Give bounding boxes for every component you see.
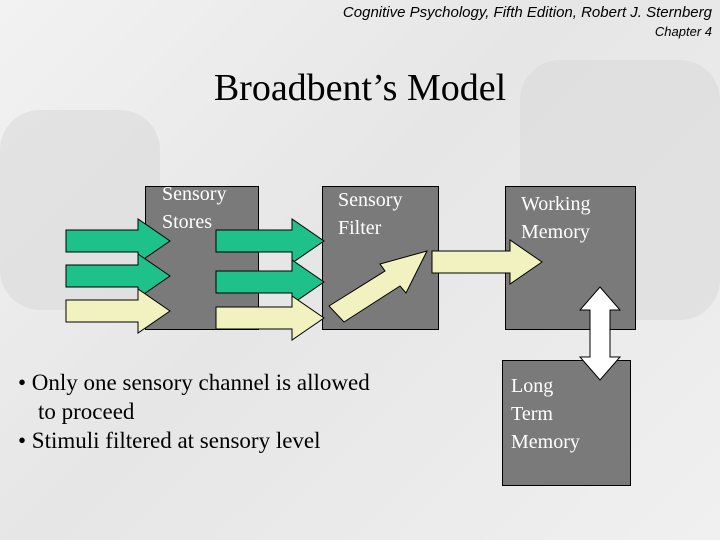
bullet-text-continued: to proceed — [38, 399, 135, 424]
working-memory-label: Working Memory — [521, 193, 591, 243]
chapter-header: Chapter 4 — [654, 24, 712, 39]
green-store-arrow — [215, 259, 325, 305]
long-term-memory-box — [502, 360, 631, 486]
working-long-term-arrow — [578, 286, 622, 381]
bullet-item: • Stimuli filtered at sensory level — [18, 426, 370, 455]
bullet-text: • Only one sensory channel is allowed — [18, 370, 370, 395]
bullet-item: • Only one sensory channel is allowed to… — [18, 368, 370, 426]
green-store-arrow — [215, 218, 325, 264]
sensory-filter-label: Sensory Filter — [338, 189, 403, 239]
sensory-stores-label: Sensory Stores — [162, 183, 227, 233]
green-input-arrow — [65, 218, 171, 264]
slide-title: Broadbent’s Model — [213, 67, 507, 109]
bullet-list: • Only one sensory channel is allowed to… — [18, 368, 370, 455]
yellow-store-arrow — [215, 295, 325, 341]
filter-to-working-memory-arrow — [431, 239, 543, 285]
bullet-text: • Stimuli filtered at sensory level — [18, 428, 321, 453]
yellow-input-arrow — [65, 288, 171, 334]
green-input-arrow — [65, 253, 171, 299]
long-term-memory-label: Long Term Memory — [511, 375, 580, 453]
source-header: Cognitive Psychology, Fifth Edition, Rob… — [342, 4, 712, 21]
filter-pass-arrow — [328, 250, 428, 323]
